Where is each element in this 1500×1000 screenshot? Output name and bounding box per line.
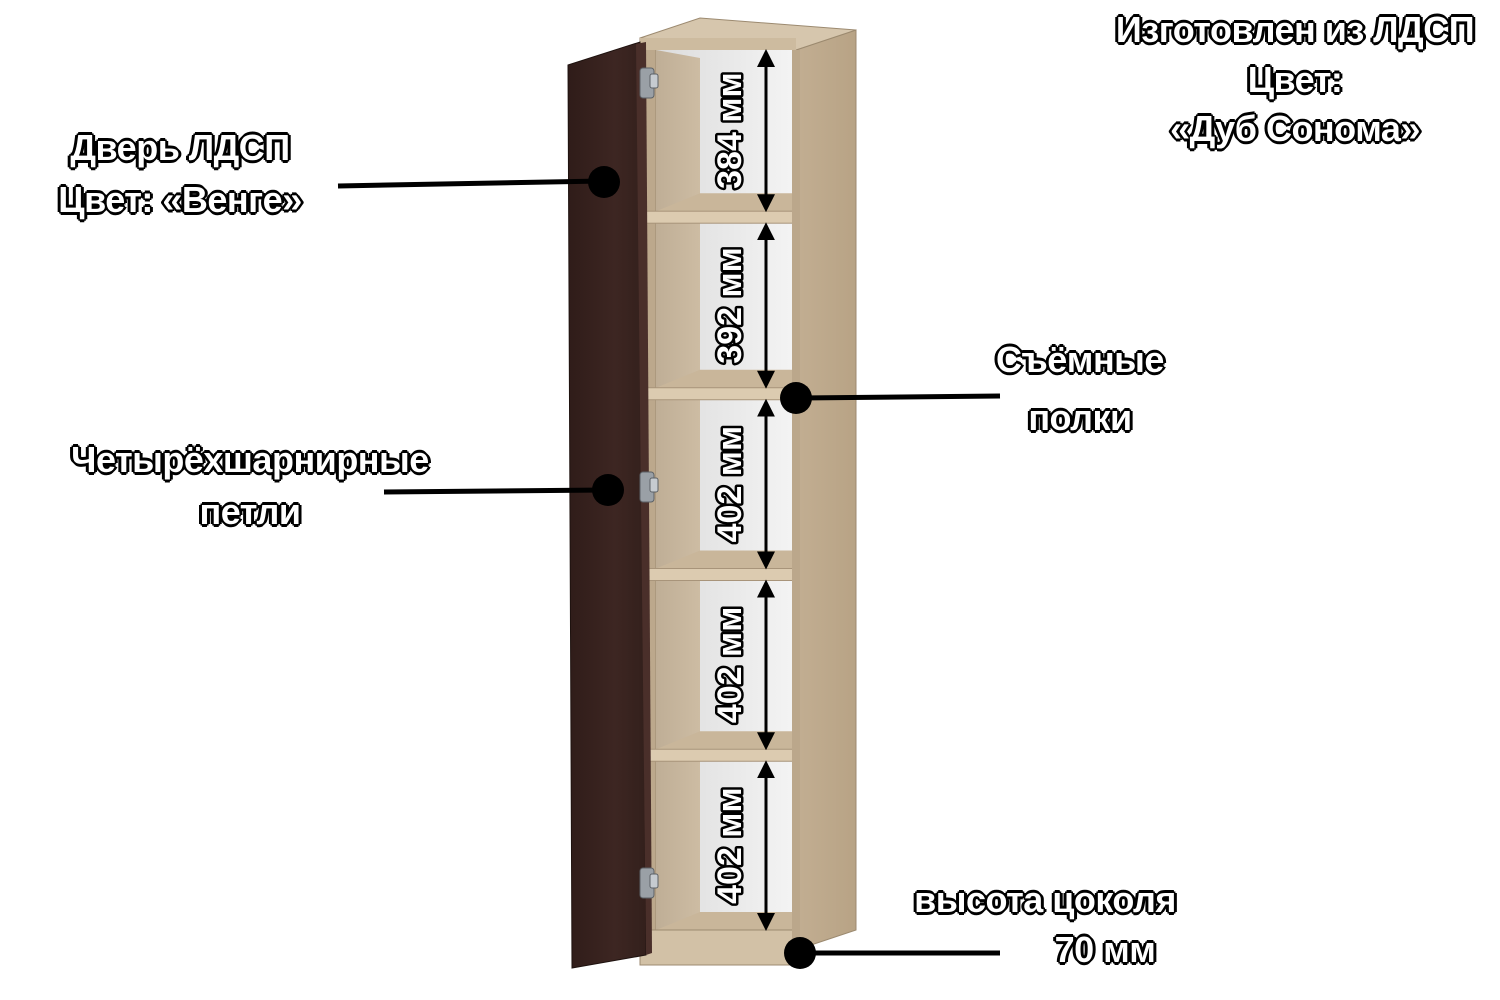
- cabinet-right-side: [795, 29, 857, 951]
- dimension-label: 392 мм: [711, 247, 749, 363]
- shelves-label-line1: Съёмные: [995, 339, 1165, 380]
- shelf-front-edge: [645, 387, 797, 401]
- hinges-label-line1: Четырёхшарнирные: [70, 439, 430, 480]
- plinth-label-line1: высота цоколя: [913, 879, 1177, 920]
- dimension-label: 402 мм: [711, 426, 749, 542]
- hinge-middle: [639, 471, 659, 503]
- dimension-label: 384 мм: [711, 72, 749, 188]
- door-label-line2: Цвет: «Венге»: [57, 178, 303, 220]
- plinth-value-text: 70 мм: [1054, 929, 1157, 970]
- shelf-front-edge: [645, 567, 797, 581]
- shelves-label: Съёмные полки: [970, 339, 1190, 438]
- plinth-leader-dot: [784, 937, 816, 969]
- dimension-label: 402 мм: [711, 787, 749, 903]
- hinge-bottom: [639, 867, 659, 899]
- hinges-label: Четырёхшарнирные петли: [30, 439, 470, 532]
- cabinet-plinth: [639, 929, 797, 966]
- shelves-label-line2: полки: [1027, 396, 1133, 438]
- shelf-front-edge: [645, 748, 797, 762]
- plinth-value: 70 мм: [1030, 929, 1180, 970]
- cabinet-top-edge: [640, 38, 796, 50]
- hinge-top: [639, 67, 659, 99]
- door-label: Дверь ЛДСП Цвет: «Венге»: [40, 127, 320, 220]
- plinth-label: высота цоколя: [880, 879, 1210, 920]
- door-leader-dot: [588, 166, 620, 198]
- shelves-leader-dot: [780, 382, 812, 414]
- cabinet-interior-left: [656, 50, 700, 935]
- material-label-line2: Цвет:: [1247, 58, 1344, 100]
- callout-lines: [337, 166, 1001, 969]
- shelf-front-edge: [645, 210, 797, 224]
- shelves-leader-line: [799, 393, 1001, 401]
- door-label-line1: Дверь ЛДСП: [69, 127, 291, 168]
- dimension-group: 384 мм 392 мм 402 мм 402 мм 402 мм: [709, 49, 775, 931]
- material-label-line1: Изготовлен из ЛДСП: [1115, 9, 1476, 50]
- cabinet-right-edge: [792, 50, 800, 965]
- material-label-line3: «Дуб Сонома»: [1169, 108, 1421, 150]
- hinges-leader-line: [383, 487, 607, 495]
- hinges-label-line2: петли: [199, 490, 302, 532]
- hinges-leader-dot: [592, 474, 624, 506]
- door-leader-line: [337, 178, 603, 189]
- dimension-label: 402 мм: [711, 607, 749, 723]
- material-label: Изготовлен из ЛДСП Цвет: «Дуб Сонома»: [1100, 9, 1490, 150]
